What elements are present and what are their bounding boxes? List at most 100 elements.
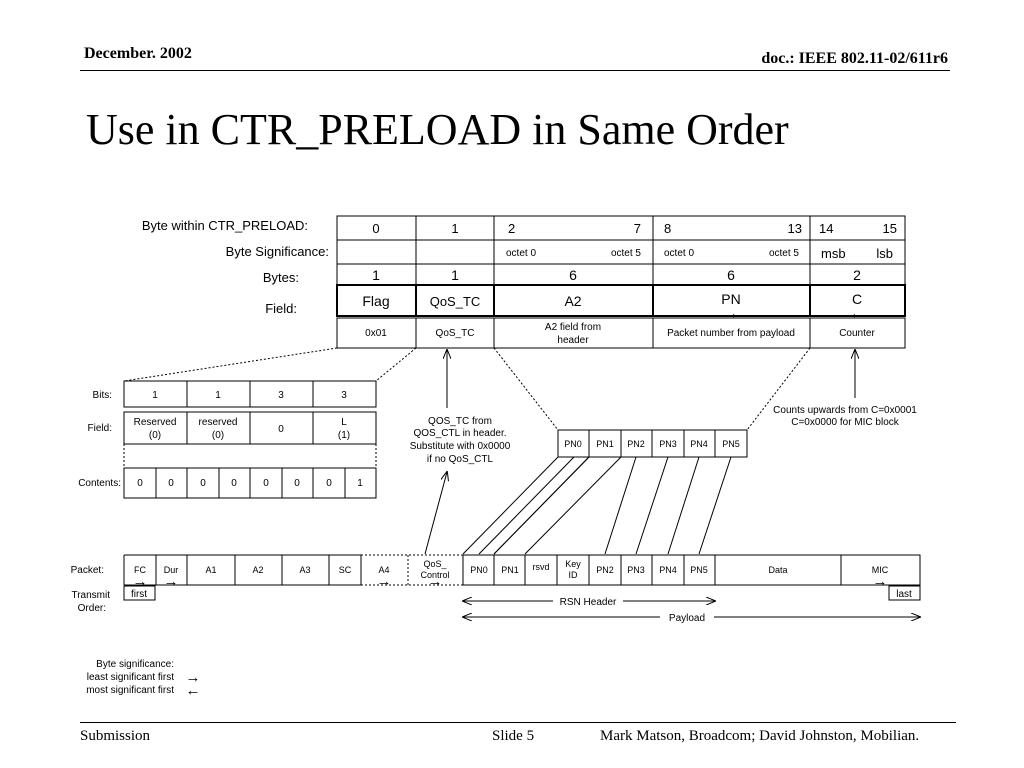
content-bit: 0 xyxy=(263,478,269,489)
field-flag: Flag xyxy=(362,293,389,309)
desc-flag: 0x01 xyxy=(365,328,387,339)
counter-note: Counts upwards from C=0x0001 C=0x0000 fo… xyxy=(773,405,917,428)
bit-width: 3 xyxy=(341,390,347,401)
content-bit: 0 xyxy=(200,478,206,489)
packet-field-pn5: PN5 xyxy=(690,565,708,575)
pn-label: PN2 xyxy=(627,439,645,449)
arrow-left-icon: ← xyxy=(850,305,865,322)
desc-qos: QoS_TC xyxy=(436,328,475,339)
field-counter: C xyxy=(852,291,862,307)
ctr-row-labels: Byte within CTR_PRELOAD: Byte Significan… xyxy=(142,218,329,316)
ctr-significance: octet 0 octet 5 octet 0 octet 5 msb lsb xyxy=(506,246,893,261)
byte-size: 6 xyxy=(727,267,735,283)
significance-label: octet 5 xyxy=(769,248,799,259)
label-transmit: Order: xyxy=(78,603,106,614)
significance-label: octet 0 xyxy=(506,248,536,259)
label-byte-within: Byte within CTR_PRELOAD: xyxy=(142,218,308,233)
legend-msb: most significant first xyxy=(86,685,174,696)
packet-field-dur: Dur xyxy=(164,565,179,575)
packet-field-fc: FC xyxy=(134,565,146,575)
pn-label: PN4 xyxy=(690,439,708,449)
packet-field-data: Data xyxy=(768,565,787,575)
payload-label: Payload xyxy=(669,613,705,624)
label-contents: Contents: xyxy=(78,478,121,489)
pn-mapping-lines xyxy=(462,456,732,555)
arrow-right-icon: → xyxy=(186,669,201,686)
field-qos-tc: QoS_TC xyxy=(430,294,481,309)
packet-field-a4: A4 xyxy=(378,565,389,575)
label-byte-significance: Byte Significance: xyxy=(226,244,329,259)
content-bit: 0 xyxy=(231,478,237,489)
qos-note-line: Substitute with 0x0000 xyxy=(410,441,511,452)
significance-label: octet 0 xyxy=(664,248,694,259)
bit-width: 3 xyxy=(278,390,284,401)
flag-bits-table xyxy=(123,347,417,499)
label-bytes: Bytes: xyxy=(263,270,299,285)
flag-field-reserved-value: (0) xyxy=(149,430,161,441)
byte-size: 2 xyxy=(853,267,861,283)
qos-note-line: QOS_TC from xyxy=(428,416,492,427)
ctr-sizes: 1 1 6 6 2 xyxy=(372,267,861,283)
arrow-right-icon: → xyxy=(428,573,443,590)
qos-note: QOS_TC from QOS_CTL in header. Substitut… xyxy=(410,416,511,465)
content-bit: 0 xyxy=(294,478,300,489)
last-marker: last xyxy=(896,589,912,600)
first-marker: first xyxy=(131,589,147,600)
legend-lsb: least significant first xyxy=(87,672,174,683)
desc-a2: A2 field from xyxy=(545,322,601,333)
field-a2: A2 xyxy=(564,293,581,309)
transmit-order: Transmit Order: first last xyxy=(71,585,921,614)
flag-labels: Bits: Field: Contents: xyxy=(78,390,121,489)
footer-slide-number: Slide 5 xyxy=(492,728,535,744)
ctr-byte-indices: 0 1 2 7 8 13 14 15 xyxy=(372,221,897,236)
arrow-left-icon: ← xyxy=(186,682,201,699)
pn-label: PN1 xyxy=(596,439,614,449)
desc-pn: Packet number from payload xyxy=(667,328,795,339)
flag-field-l-value: (1) xyxy=(338,430,350,441)
flag-field-zero: 0 xyxy=(278,424,284,435)
byte-index: 13 xyxy=(788,221,802,236)
packet-field-rsvd: rsvd xyxy=(532,562,549,572)
byte-index: 2 xyxy=(508,221,515,236)
packet-row xyxy=(123,554,921,586)
packet-field-keyid: Key xyxy=(565,559,581,569)
footer-divider xyxy=(80,722,956,723)
field-pn: PN xyxy=(721,291,740,307)
ctr-fields: Flag QoS_TC A2 PN → C ← xyxy=(362,291,864,322)
desc-a2: header xyxy=(557,335,589,346)
legend-title: Byte significance: xyxy=(96,659,174,670)
flag-field-reserved: reserved xyxy=(199,417,238,428)
packet-field-sc: SC xyxy=(339,565,352,575)
packet-field-a2: A2 xyxy=(252,565,263,575)
ctr-descriptions: 0x01 QoS_TC A2 field from header Packet … xyxy=(365,322,875,346)
label-field: Field: xyxy=(265,301,297,316)
packet-fields: FC Dur A1 A2 A3 SC A4 QoS_ Control PN0 P… xyxy=(134,559,889,580)
rsn-header-label: RSN Header xyxy=(560,597,617,608)
legend: Byte significance: least significant fir… xyxy=(86,659,174,696)
byte-index: 14 xyxy=(819,221,833,236)
byte-index: 7 xyxy=(634,221,641,236)
packet-field-qos: QoS_ xyxy=(423,559,447,569)
bit-width: 1 xyxy=(152,390,158,401)
byte-index: 1 xyxy=(451,221,458,236)
legend-arrows: → ← xyxy=(186,669,201,699)
desc-counter: Counter xyxy=(839,328,875,339)
arrow-right-icon: → xyxy=(377,573,392,590)
content-bit: 0 xyxy=(168,478,174,489)
header-date: December. 2002 xyxy=(84,45,192,62)
flag-field-l: L xyxy=(341,417,347,428)
ctr-preload-table xyxy=(336,215,906,349)
significance-label: octet 5 xyxy=(611,248,641,259)
pn-label: PN0 xyxy=(564,439,582,449)
content-bit: 1 xyxy=(357,478,363,489)
arrow-right-icon: → xyxy=(133,573,148,590)
label-transmit: Transmit xyxy=(71,590,110,601)
byte-size: 6 xyxy=(569,267,577,283)
header-doc-id: doc.: IEEE 802.11-02/611r6 xyxy=(761,50,948,67)
pn-box-labels: PN0 PN1 PN2 PN3 PN4 PN5 xyxy=(564,439,740,449)
pn-label: PN5 xyxy=(722,439,740,449)
qos-note-line: QOS_CTL in header. xyxy=(413,428,506,439)
packet-field-pn1: PN1 xyxy=(501,565,519,575)
packet-field-mic: MIC xyxy=(872,565,889,575)
